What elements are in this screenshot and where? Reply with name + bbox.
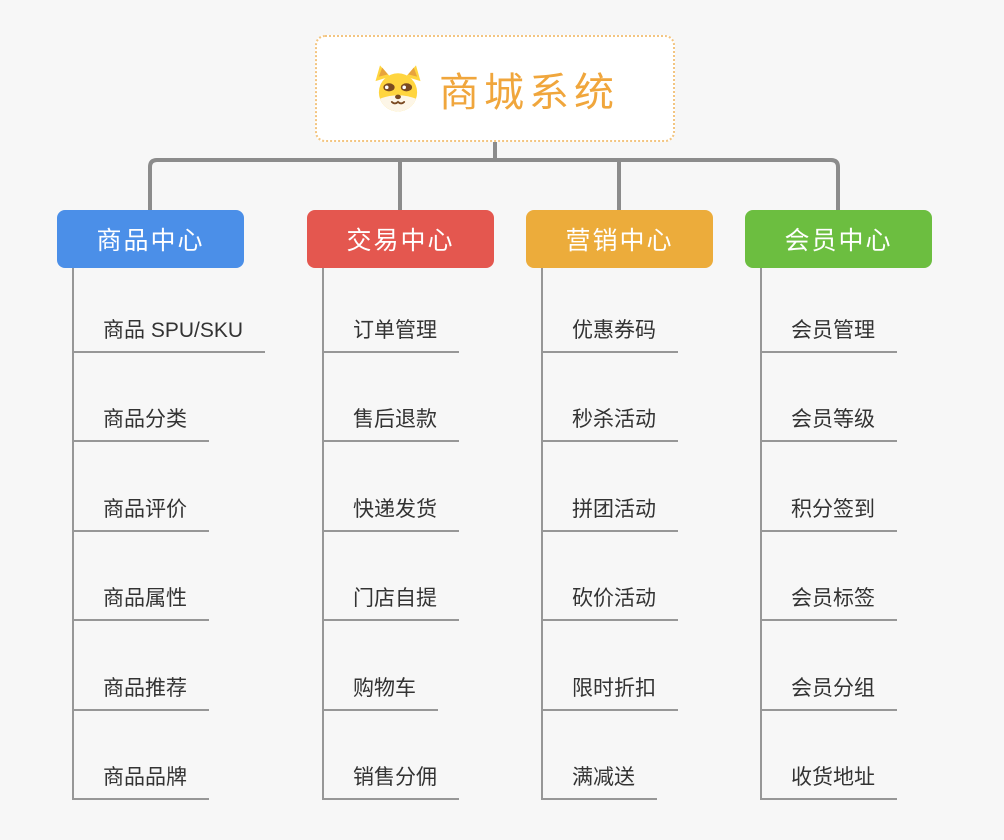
branch-header[interactable]: 会员中心 <box>745 210 932 268</box>
leaf-node[interactable]: 商品分类 <box>72 398 209 442</box>
leaf-node[interactable]: 商品属性 <box>72 577 209 621</box>
leaf-node[interactable]: 门店自提 <box>322 577 459 621</box>
leaf-node[interactable]: 拼团活动 <box>541 488 678 532</box>
leaf-node[interactable]: 会员等级 <box>760 398 897 442</box>
root-title: 商城系统 <box>439 70 619 115</box>
leaf-node[interactable]: 限时折扣 <box>541 667 678 711</box>
leaf-node[interactable]: 会员分组 <box>760 667 897 711</box>
leaf-node[interactable]: 砍价活动 <box>541 577 678 621</box>
branch-connector-line <box>760 268 762 800</box>
branch-connector-line <box>322 268 324 800</box>
leaf-node[interactable]: 商品推荐 <box>72 667 209 711</box>
leaf-node[interactable]: 订单管理 <box>322 309 459 353</box>
leaf-node[interactable]: 购物车 <box>322 667 438 711</box>
leaf-node[interactable]: 收货地址 <box>760 756 897 800</box>
branch-connector-line <box>541 268 543 800</box>
branch-header[interactable]: 交易中心 <box>307 210 494 268</box>
root-node[interactable]: 商城系统 <box>315 35 675 142</box>
branch-connector-line <box>72 268 74 800</box>
branch-header[interactable]: 营销中心 <box>526 210 713 268</box>
leaf-node[interactable]: 售后退款 <box>322 398 459 442</box>
branch-header[interactable]: 商品中心 <box>57 210 244 268</box>
leaf-node[interactable]: 商品 SPU/SKU <box>72 309 266 353</box>
leaf-node[interactable]: 积分签到 <box>760 488 897 532</box>
leaf-node[interactable]: 商品评价 <box>72 488 209 532</box>
leaf-node[interactable]: 快递发货 <box>322 488 459 532</box>
leaf-node[interactable]: 满减送 <box>541 756 657 800</box>
dog-face-icon <box>371 64 425 114</box>
leaf-node[interactable]: 优惠券码 <box>541 309 678 353</box>
leaf-node[interactable]: 商品品牌 <box>72 756 209 800</box>
leaf-node[interactable]: 会员管理 <box>760 309 897 353</box>
leaf-node[interactable]: 秒杀活动 <box>541 398 678 442</box>
leaf-node[interactable]: 销售分佣 <box>322 756 459 800</box>
leaf-node[interactable]: 会员标签 <box>760 577 897 621</box>
